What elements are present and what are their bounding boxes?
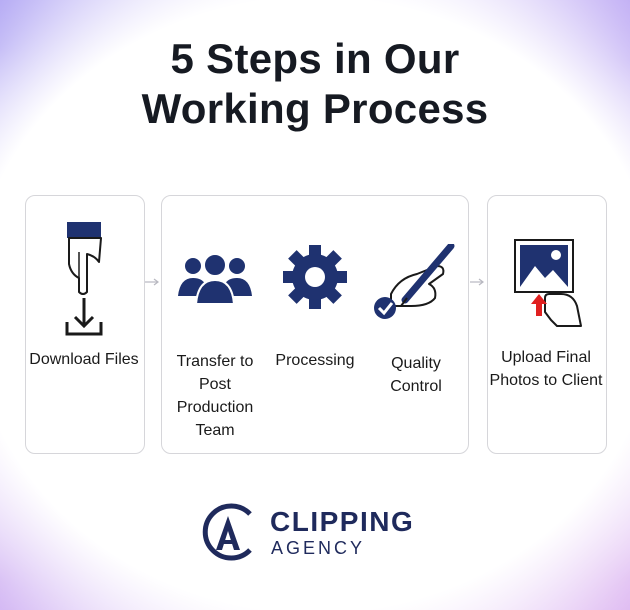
page-title: 5 Steps in Our Working Process <box>141 35 489 132</box>
hand-download-icon <box>65 222 103 336</box>
arrow-right-icon <box>470 278 484 286</box>
step-processing: Processing <box>266 243 364 372</box>
brand-subtitle: AGENCY <box>271 538 366 558</box>
step-card-upload <box>487 195 607 454</box>
brand-name: CLIPPING <box>270 506 415 537</box>
step-quality: Quality Control <box>369 244 463 398</box>
arrow-right-icon <box>145 278 159 286</box>
step-label: Processing <box>275 352 355 369</box>
step-label: Transfer to Post Production Team <box>176 353 254 439</box>
pen-check-icon <box>374 244 455 319</box>
step-upload: Upload Final Photos to Client <box>487 236 605 392</box>
step-label: Upload Final Photos to Client <box>489 349 603 389</box>
step-label: Quality Control <box>390 355 442 395</box>
gear-icon <box>283 245 347 309</box>
photo-upload-icon <box>514 239 582 327</box>
step-transfer: Transfer to Post Production Team <box>166 252 264 442</box>
step-label: Download Files <box>29 351 139 368</box>
step-download: Download Files <box>25 222 143 371</box>
team-icon <box>178 253 252 305</box>
brand-logo <box>202 503 252 561</box>
step-card-production <box>161 195 469 454</box>
